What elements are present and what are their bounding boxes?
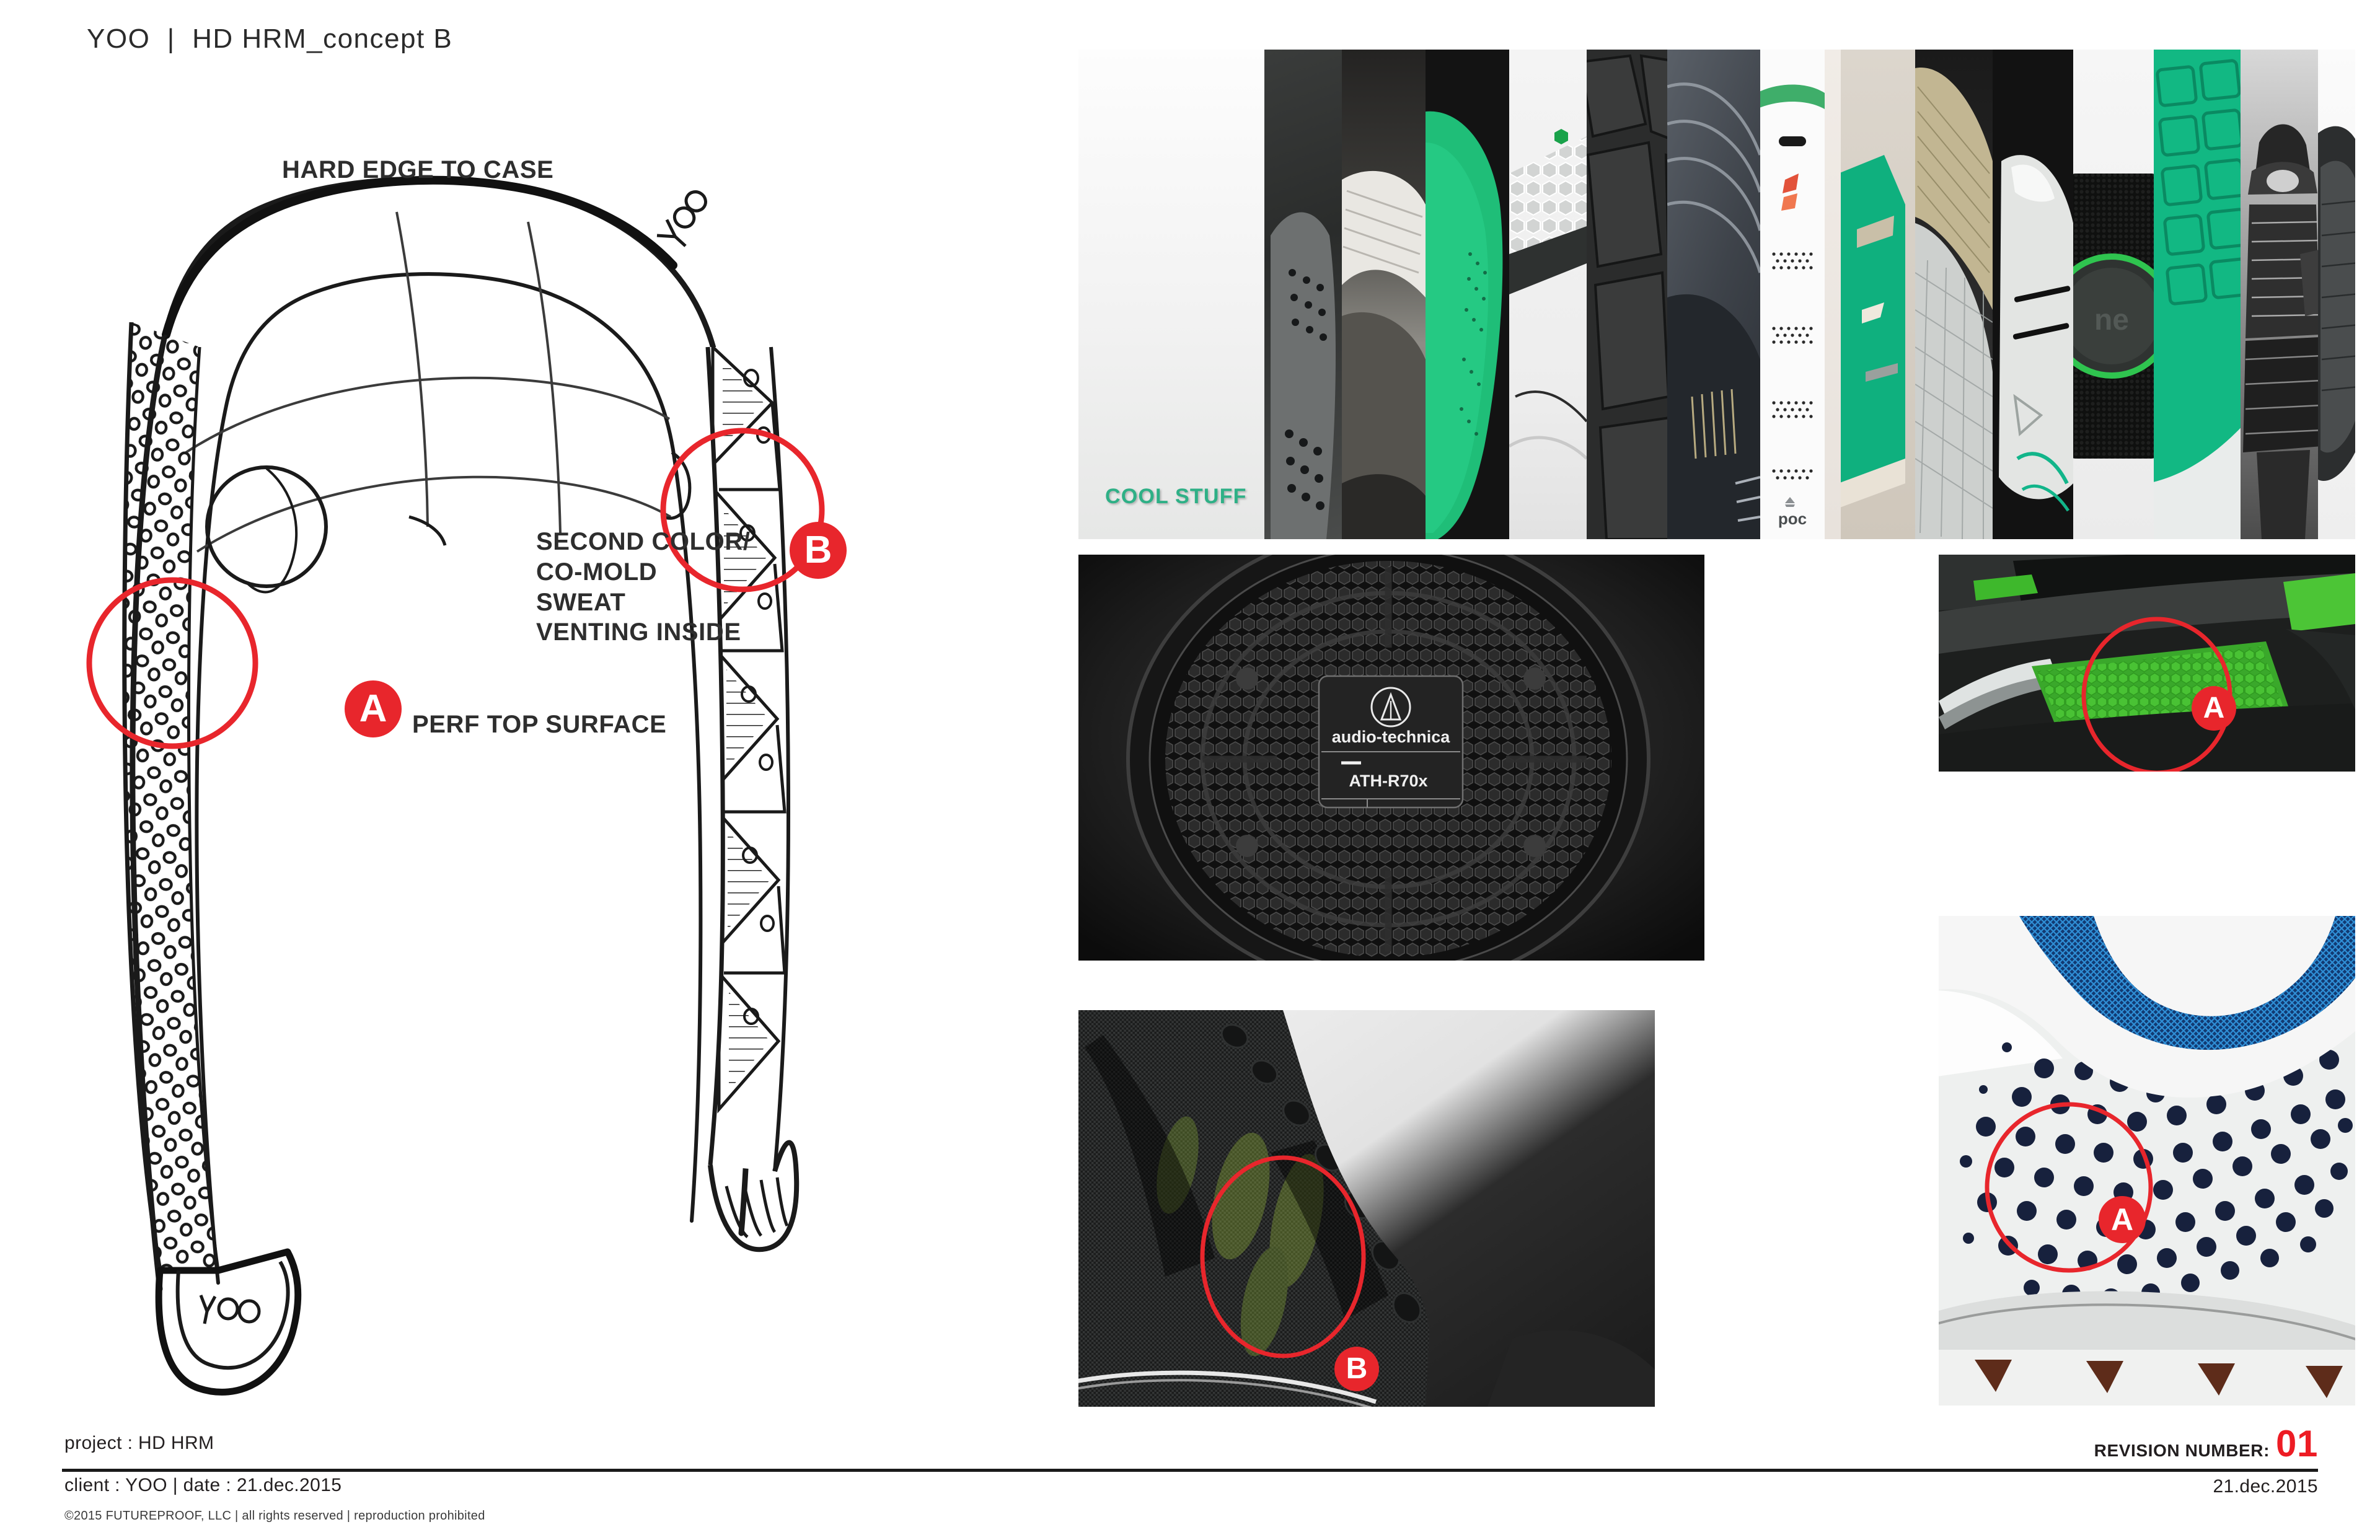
photo-callout-badge-a-shoe: A (2099, 1196, 2146, 1243)
footer-rule (62, 1469, 2318, 1472)
mood-tile-green-form (1841, 50, 1915, 539)
hrm-armband-sketch (86, 175, 825, 1396)
mood-tile-ribbed-sleeve (1342, 50, 1426, 539)
callout-ring-b (660, 428, 825, 592)
mood-tile-grip-glove (1264, 50, 1342, 539)
poc-logo-text: poc (1778, 509, 1807, 528)
photo-callout-ring-b (1200, 1155, 1366, 1358)
revision-number: 01 (2276, 1423, 2318, 1464)
photo-callout-ring-a-shoe (1985, 1102, 2153, 1273)
annotation-perf-top: PERF TOP SURFACE (412, 711, 667, 738)
mood-tile-woven-fiber (1915, 50, 1993, 539)
footer-copyright: ©2015 FUTUREPROOF, LLC | all rights rese… (64, 1509, 485, 1523)
audio-technica-model-text: ATH-R70x (1349, 772, 1427, 790)
footer-project: project : HD HRM (64, 1433, 214, 1453)
photo-green-honeycomb-pad: A (1939, 555, 2355, 772)
mood-tile-hex-mesh-panel (1509, 50, 1587, 539)
sketch-logo-mark (656, 190, 707, 247)
mood-tile-samurai-armor (2241, 50, 2318, 539)
photo-audio-technica-headphone: audio-technica ATH-R70x (1078, 555, 1704, 961)
audio-technica-brand-text: audio-technica (1332, 728, 1451, 746)
revision-label: REVISION NUMBER: (2094, 1441, 2270, 1460)
page-title: YOO | HD HRM_concept B (87, 24, 453, 54)
mood-tile-green-knit-shoe (1426, 50, 1509, 539)
moodboard-caption: COOL STUFF (1105, 485, 1247, 508)
mood-tile-black-tread-pad (1587, 50, 1667, 539)
photo-callout-badge-b: B (1334, 1347, 1379, 1391)
concept-sketch-pane: HARD EDGE TO CASE SECOND COLOR/ CO-MOLD … (0, 56, 1054, 1407)
photo-callout-badge-a-green: A (2192, 686, 2236, 731)
mood-tile-white-sole-detail (1993, 50, 2073, 539)
mood-tile-green-lug-sole (2154, 50, 2241, 539)
mood-tile-back-protector (2318, 50, 2355, 539)
audio-technica-brand-plate: audio-technica ATH-R70x (1318, 675, 1464, 809)
callout-badge-b: B (790, 522, 847, 579)
callout-badge-a: A (345, 680, 402, 737)
annotation-hard-edge: HARD EDGE TO CASE (282, 156, 554, 183)
footer: project : HD HRM client : YOO | date : 2… (0, 1423, 2380, 1540)
mood-tile-blank-gradient (1078, 50, 1264, 539)
moodboard-strip: poc (1078, 50, 2355, 539)
revision-block: REVISION NUMBER: 01 (2094, 1423, 2318, 1464)
footer-client: client : YOO | date : 21.dec.2015 (64, 1475, 342, 1495)
callout-ring-a (86, 577, 258, 749)
svg-text:ne: ne (2094, 304, 2129, 337)
photo-black-mesh-shoe: B (1078, 1010, 1655, 1407)
mood-tile-tire-sidewall (1667, 50, 1760, 539)
mood-tile-nest-thermostat: ne (2073, 50, 2154, 539)
annotation-second-color: SECOND COLOR/ CO-MOLD SWEAT VENTING INSI… (536, 528, 751, 646)
photo-perforated-shoe-upper: A (1939, 916, 2355, 1406)
mood-tile-poc-device: poc (1760, 50, 1841, 539)
sketch-tab-logo (199, 1295, 261, 1324)
footer-date: 21.dec.2015 (2213, 1476, 2318, 1497)
